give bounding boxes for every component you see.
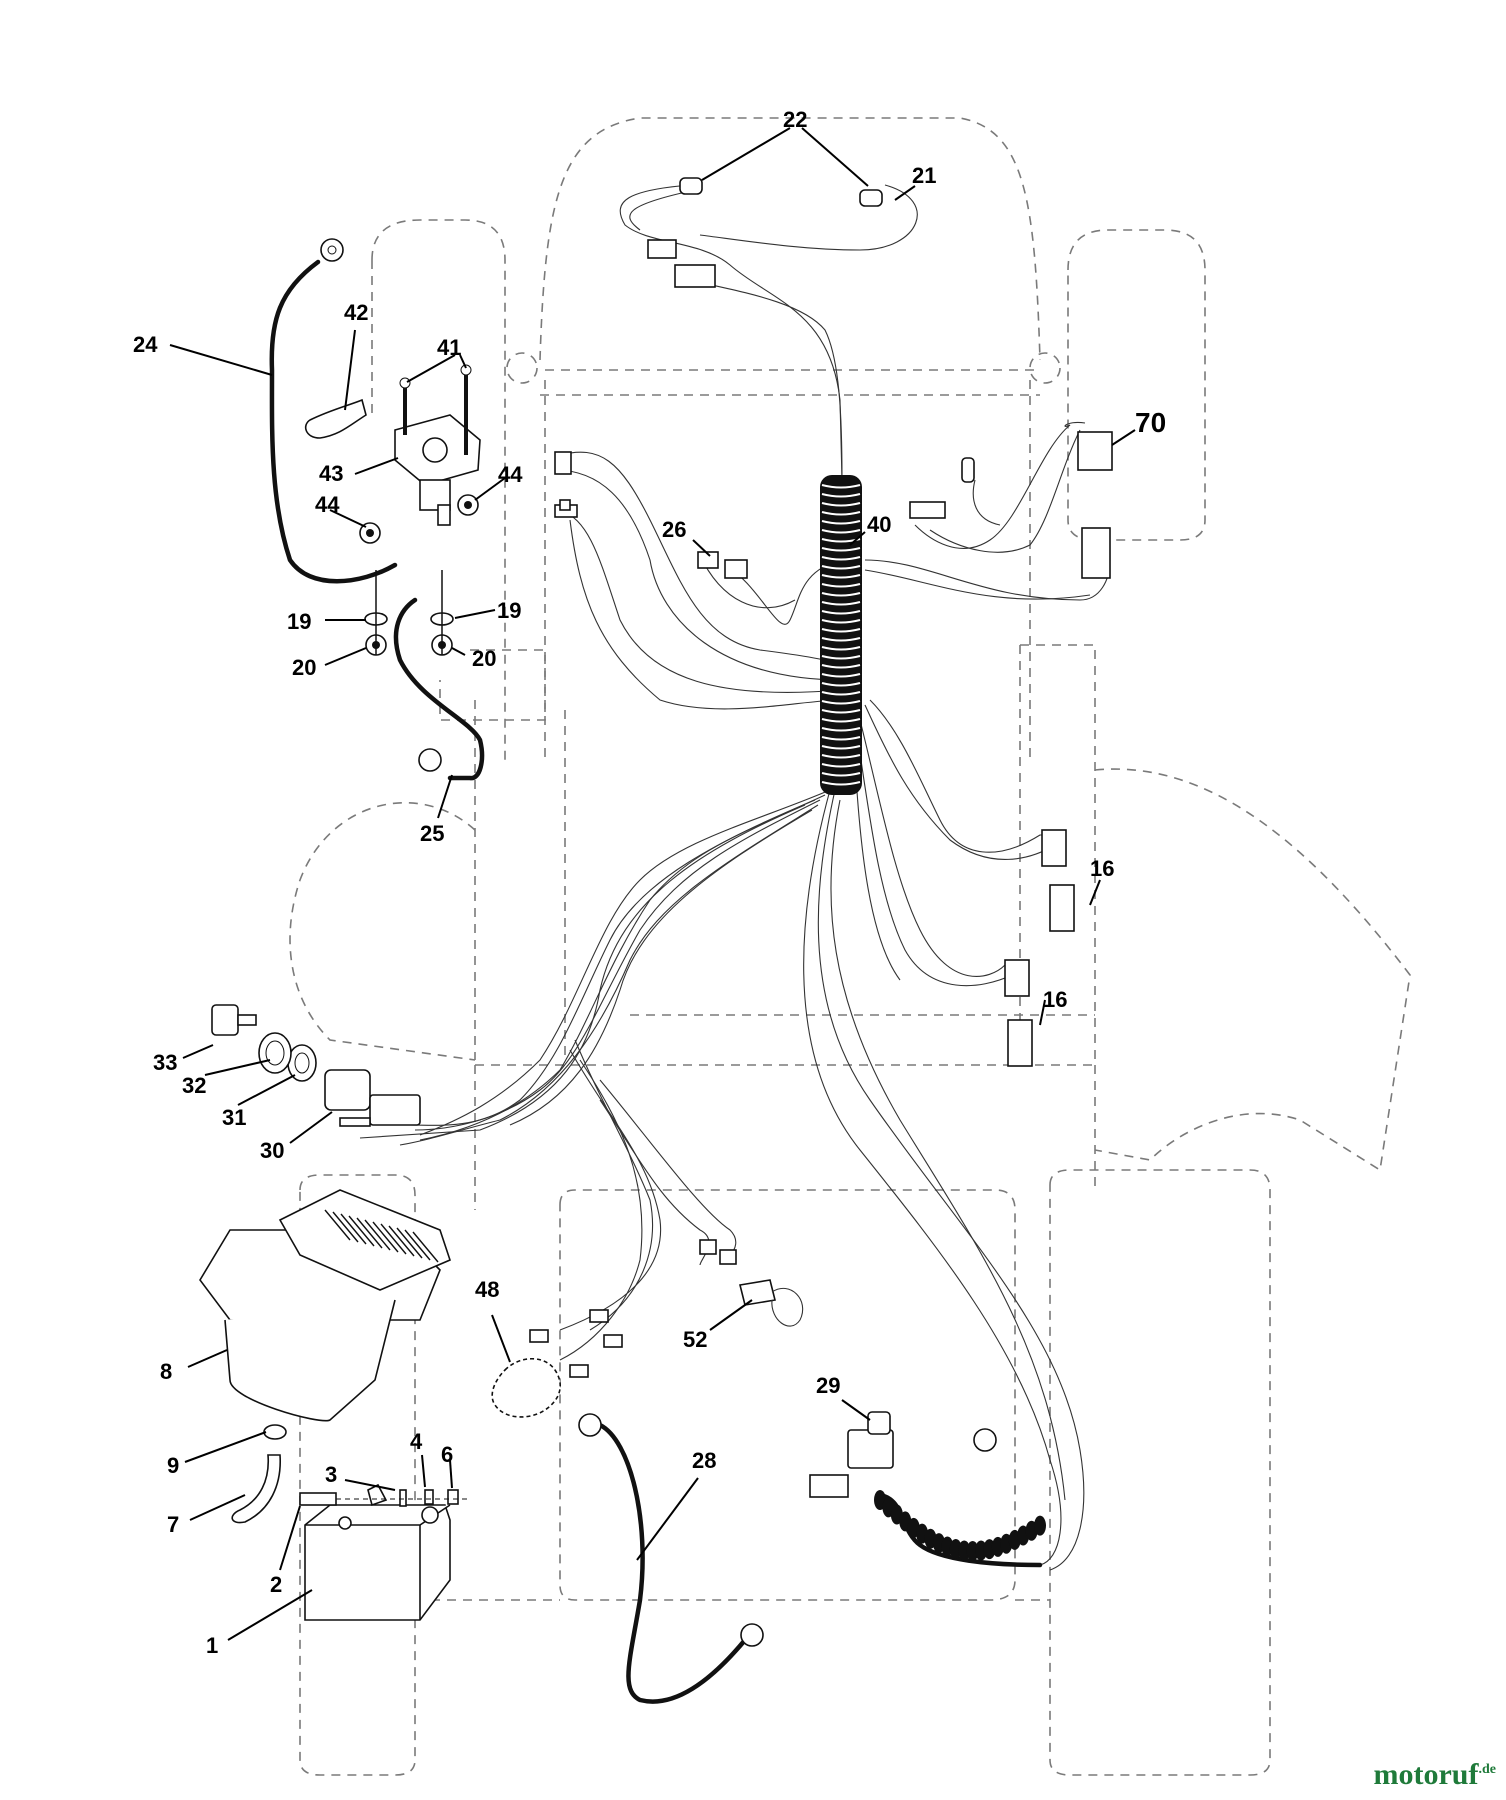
callout-44-left: 44 <box>315 492 340 517</box>
callout-30: 30 <box>260 1138 284 1163</box>
callout-20-right: 20 <box>472 646 496 671</box>
leader-lines <box>169 127 1136 1641</box>
callout-8: 8 <box>160 1359 172 1384</box>
callout-1: 1 <box>206 1633 218 1658</box>
callout-6: 6 <box>441 1442 453 1467</box>
callout-22: 22 <box>783 107 807 132</box>
callout-24: 24 <box>133 332 158 357</box>
conduit-40 <box>820 475 862 795</box>
callout-26: 26 <box>662 517 686 542</box>
battery-cable-24 <box>269 259 398 584</box>
callout-70: 70 <box>1135 407 1166 438</box>
callout-19-left: 19 <box>287 609 311 634</box>
callout-16-upper: 16 <box>1090 856 1114 881</box>
headlight-bulb-icon <box>679 177 883 207</box>
watermark-brand: motoruf <box>1373 1758 1479 1791</box>
safety-switch-icon <box>739 1279 804 1327</box>
tractor-ghost-outline <box>289 117 1411 1776</box>
ground-cable-28 <box>597 1422 748 1704</box>
key-icon <box>211 1004 257 1036</box>
callout-29: 29 <box>816 1373 840 1398</box>
brake-switch-icon <box>809 1411 894 1498</box>
callout-9: 9 <box>167 1453 179 1478</box>
callout-4: 4 <box>410 1429 423 1454</box>
terminal-boot-icon <box>304 398 367 439</box>
callout-labels: 22 21 24 42 41 43 44 44 19 19 20 20 25 2… <box>133 107 1166 1658</box>
harness-wires <box>359 184 1111 1571</box>
callout-40: 40 <box>867 512 891 537</box>
watermark: motoruf.de <box>1374 1758 1496 1792</box>
callout-42: 42 <box>344 300 368 325</box>
callout-3: 3 <box>325 1462 337 1487</box>
bezel-icon <box>258 1032 292 1074</box>
callout-7: 7 <box>167 1512 179 1537</box>
callout-25: 25 <box>420 821 444 846</box>
callout-48: 48 <box>475 1277 499 1302</box>
callout-20-left: 20 <box>292 655 316 680</box>
hardware-icon <box>299 1483 470 1507</box>
drain-tube-icon <box>231 1424 287 1524</box>
callout-28: 28 <box>692 1448 716 1473</box>
battery-cable-25 <box>393 597 485 781</box>
callout-41: 41 <box>437 335 461 360</box>
callout-31: 31 <box>222 1105 246 1130</box>
ring-terminal-icon <box>320 238 997 1647</box>
watermark-tld: .de <box>1478 1762 1497 1777</box>
callout-52: 52 <box>683 1327 707 1352</box>
solenoid-icon <box>394 364 481 526</box>
connector-icon <box>529 239 1113 1378</box>
callout-19-right: 19 <box>497 598 521 623</box>
callout-2: 2 <box>270 1572 282 1597</box>
callout-16-lower: 16 <box>1043 987 1067 1012</box>
seat-switch-icon <box>491 1358 561 1418</box>
callout-32: 32 <box>182 1073 206 1098</box>
callout-44-right: 44 <box>498 462 523 487</box>
coiled-wire <box>874 1490 1046 1562</box>
washer-icon <box>364 612 454 626</box>
battery-icon <box>304 1504 451 1621</box>
callout-33: 33 <box>153 1050 177 1075</box>
callout-21: 21 <box>912 163 936 188</box>
battery-tray-icon <box>199 1189 451 1422</box>
callout-43: 43 <box>319 461 343 486</box>
ignition-switch-icon <box>324 1069 421 1127</box>
